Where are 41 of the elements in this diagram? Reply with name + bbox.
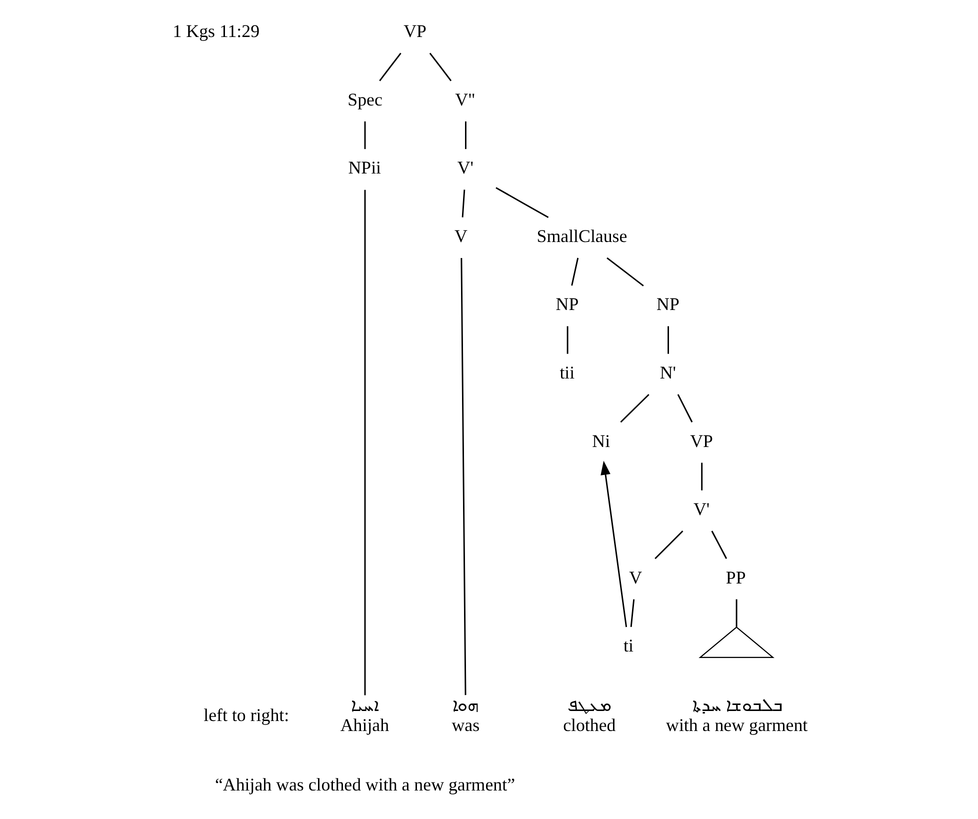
connector xyxy=(606,257,644,286)
label: 1 Kgs 11:29 xyxy=(172,21,260,42)
label: “Ahijah was clothed with a new garment” xyxy=(214,774,515,794)
connector xyxy=(676,394,692,422)
connector xyxy=(630,599,634,627)
node-text: V xyxy=(628,567,642,588)
node-text: SmallClause xyxy=(536,226,627,246)
connector xyxy=(428,52,452,82)
node-text: N' xyxy=(659,362,676,382)
connector xyxy=(495,187,548,218)
connector xyxy=(364,190,366,696)
connector xyxy=(710,530,727,559)
node-text: VP xyxy=(403,21,426,42)
node-text: V xyxy=(454,226,467,246)
node-text: V' xyxy=(692,499,710,520)
connector xyxy=(566,326,568,354)
connector xyxy=(461,190,465,218)
node-text: PP xyxy=(725,567,746,588)
connector xyxy=(464,121,466,150)
node-text: NPii xyxy=(348,158,381,178)
node-text: V" xyxy=(454,89,475,110)
connector xyxy=(460,258,466,696)
node-triangle xyxy=(698,626,774,658)
node-text: NP xyxy=(656,294,679,314)
connector xyxy=(620,394,649,423)
node-text: Spec xyxy=(347,89,382,110)
node-text: NP xyxy=(555,294,578,314)
node-text: ti xyxy=(623,636,633,656)
connector xyxy=(364,121,366,150)
node-text: tii xyxy=(559,362,574,382)
connector xyxy=(735,599,737,627)
connector xyxy=(667,326,668,354)
connector xyxy=(654,530,683,560)
arrow xyxy=(600,460,627,628)
node-text: Ni xyxy=(592,430,610,451)
node-text: V' xyxy=(456,158,473,178)
connector xyxy=(700,462,702,490)
node-text: VP xyxy=(690,430,712,451)
label: left to right: xyxy=(203,704,289,725)
connector xyxy=(570,258,578,286)
connector xyxy=(378,52,401,82)
